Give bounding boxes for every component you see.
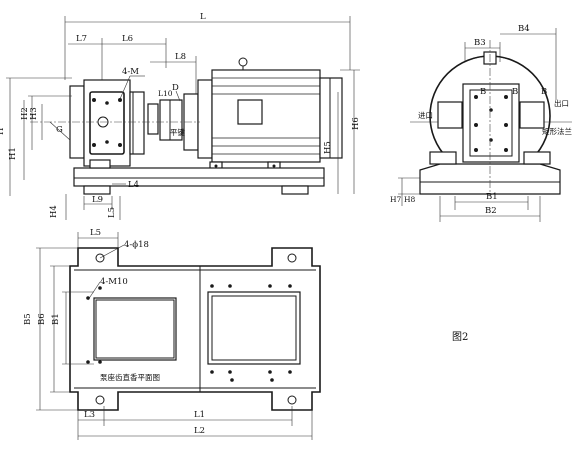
label-H: H xyxy=(0,128,6,135)
label-B1-plan: B1 xyxy=(51,313,61,325)
label-G: G xyxy=(56,125,63,135)
label-L2: L2 xyxy=(194,426,205,436)
label-L7: L7 xyxy=(76,34,87,44)
label-4-M: 4-M xyxy=(122,67,139,77)
label-D: D xyxy=(172,83,179,93)
label-H3: H3 xyxy=(29,107,39,120)
label-key: 平键 xyxy=(170,127,185,137)
label-B6: B6 xyxy=(37,313,47,325)
label-H1: H1 xyxy=(8,147,18,160)
label-L10: L10 xyxy=(158,89,173,98)
label-outlet: 出口 xyxy=(554,98,569,108)
label-H7: H7 xyxy=(390,195,402,204)
label-L6: L6 xyxy=(122,34,133,44)
label-H2: H2 xyxy=(20,107,30,120)
side-view: L L7 L6 L8 4-M L10 D xyxy=(0,12,361,220)
label-L9: L9 xyxy=(92,195,103,205)
label-L: L xyxy=(200,12,206,22)
label-mount-plane: 泵座齿直香平面图 xyxy=(100,372,160,382)
label-B5: B5 xyxy=(23,313,33,325)
label-B-left: B xyxy=(480,87,486,97)
label-L1: L1 xyxy=(194,410,205,420)
label-H5: H5 xyxy=(323,141,333,154)
label-B2: B2 xyxy=(485,206,497,216)
label-L4: L4 xyxy=(128,180,139,190)
label-4-M10: 4-M10 xyxy=(100,277,128,287)
label-B1: B1 xyxy=(486,192,498,202)
plan-view: L5 4-ϕ18 4-M10 泵座 xyxy=(23,228,321,440)
figure-caption: 图2 xyxy=(452,331,468,343)
label-inlet: 进口 xyxy=(418,111,433,120)
label-H6: H6 xyxy=(351,117,361,130)
motor-fins xyxy=(212,77,320,155)
label-L5-side: L5 xyxy=(107,207,117,218)
label-B3: B3 xyxy=(474,38,486,48)
label-B-mid: B xyxy=(512,87,518,97)
label-H8: H8 xyxy=(404,195,416,204)
label-4-phi18: 4-ϕ18 xyxy=(124,240,149,250)
label-L8: L8 xyxy=(175,52,186,62)
label-B4: B4 xyxy=(518,24,530,34)
label-flange: 矩形法兰 xyxy=(542,126,572,136)
label-B-right: B xyxy=(541,87,547,97)
label-L5-plan: L5 xyxy=(90,228,101,238)
end-view: B3 B4 B B B 进口 出口 矩形法兰 xyxy=(390,24,572,222)
label-H4: H4 xyxy=(49,205,59,218)
label-L3: L3 xyxy=(84,410,95,420)
